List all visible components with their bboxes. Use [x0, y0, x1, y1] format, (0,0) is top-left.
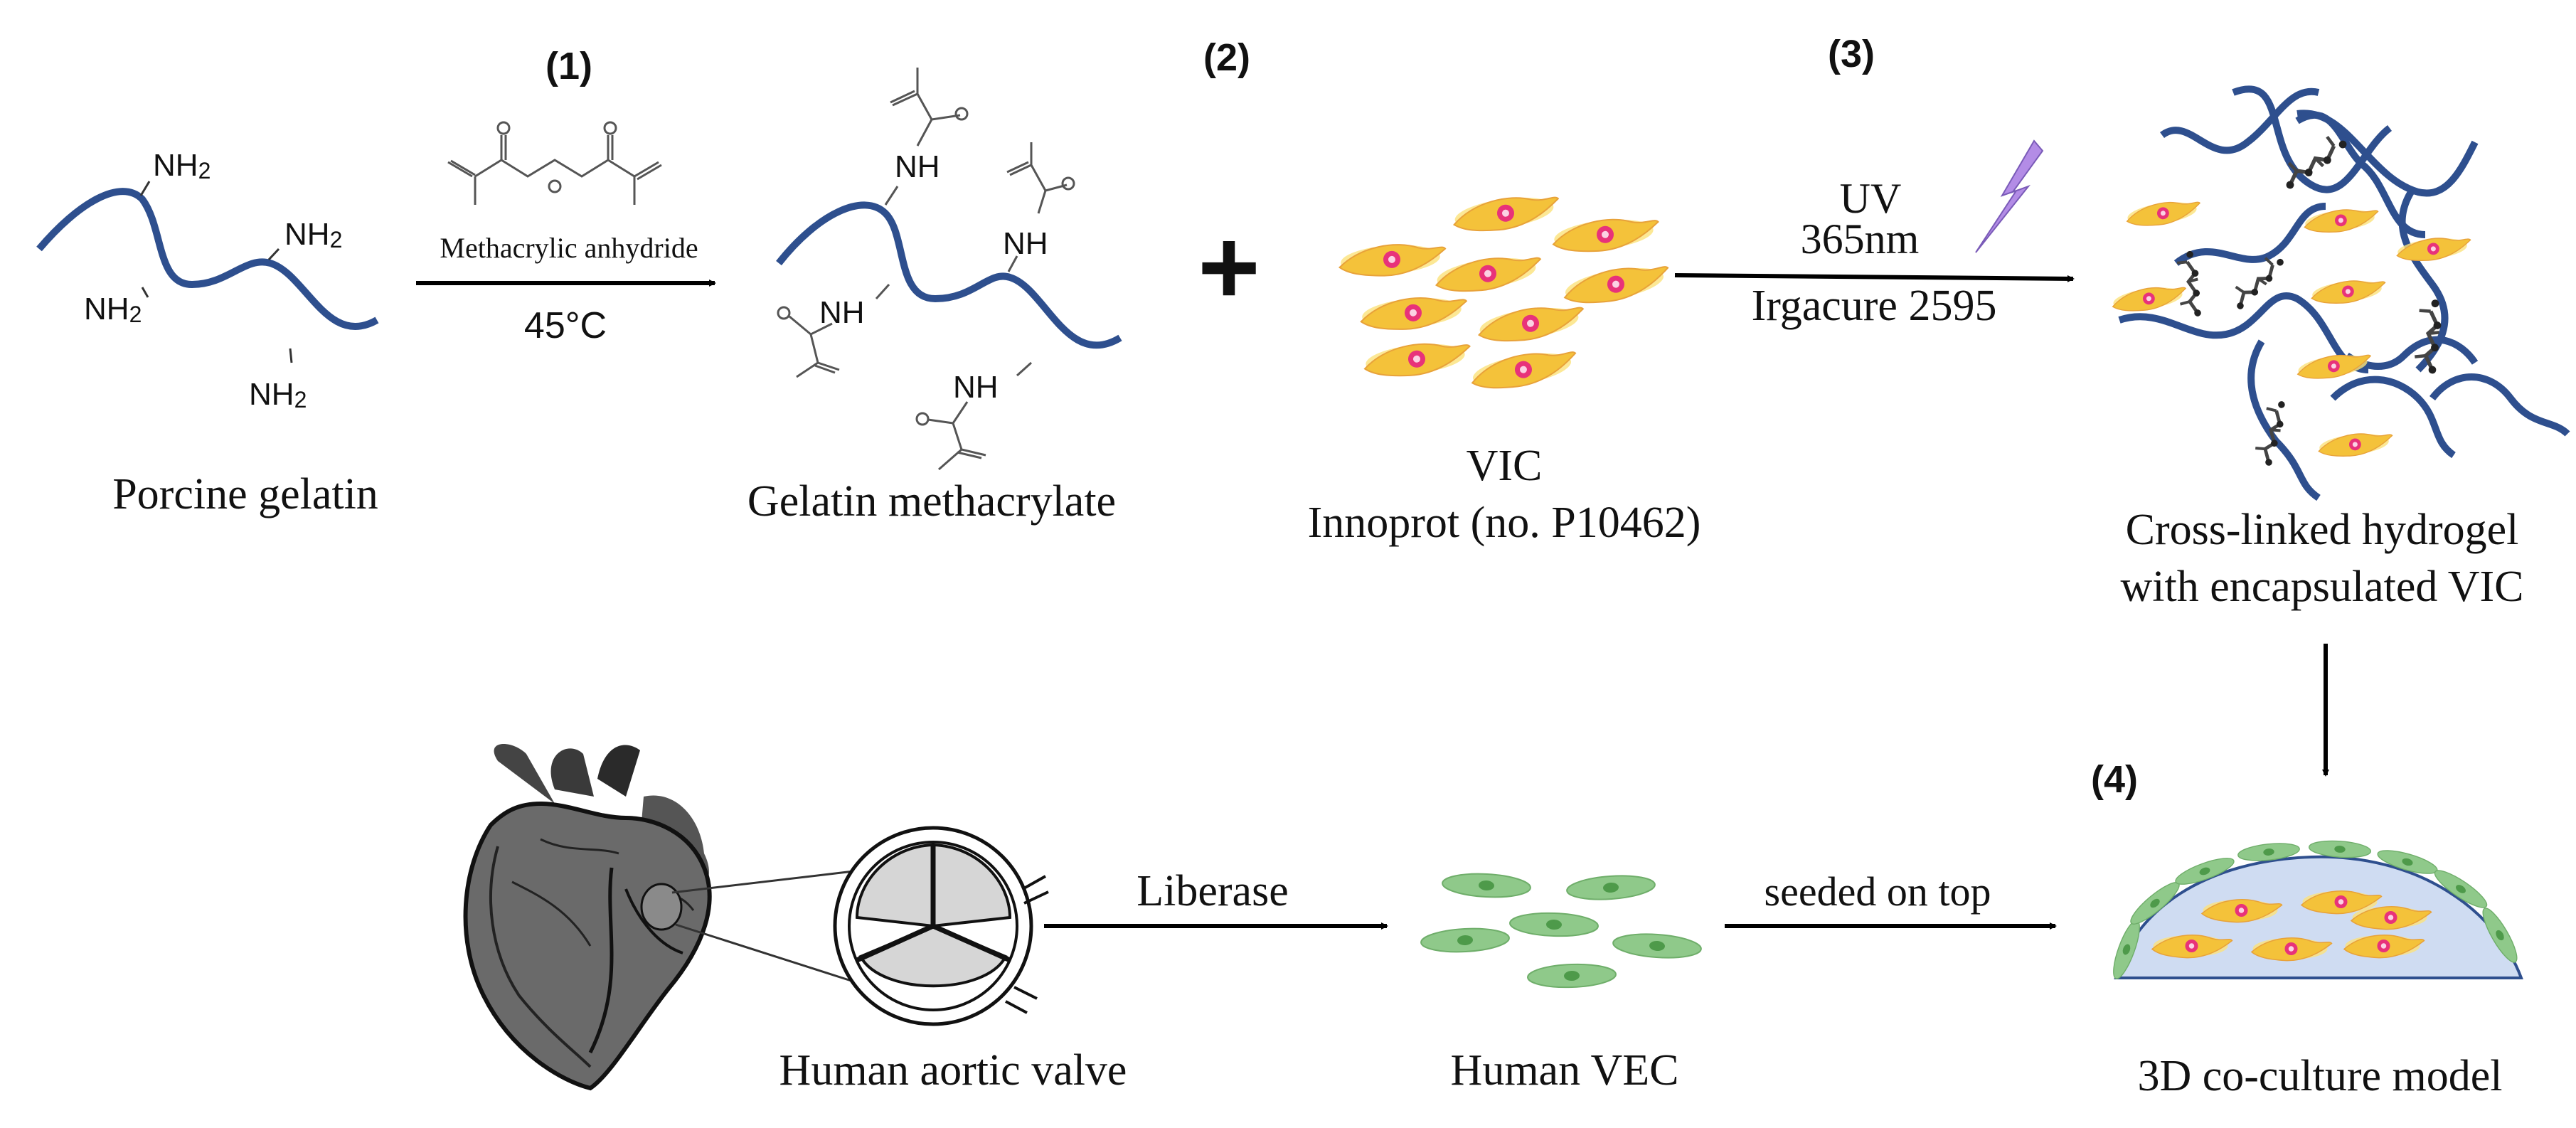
- caption-gelatin-methacrylate: Gelatin methacrylate: [747, 477, 1117, 526]
- amine-label: NH2: [249, 377, 307, 413]
- methacrylic-anhydride-structure: [447, 121, 662, 205]
- caption-human-vec: Human VEC: [1450, 1046, 1679, 1095]
- reagent-uv: UV: [1839, 175, 1902, 222]
- vic-cells: [1337, 190, 1673, 395]
- gelatin-chain: [36, 188, 379, 330]
- step-2-label: (2): [1203, 36, 1250, 79]
- amide-label: NH: [953, 370, 999, 405]
- reagent-initiator: Irgacure 2595: [1751, 282, 1997, 330]
- vec-cells: [1420, 871, 1703, 990]
- zoom-line-top: [671, 870, 854, 894]
- arrow-step-3: [1674, 273, 2075, 282]
- gelatin-amine-bonds: [139, 181, 293, 363]
- zoom-line-bottom: [675, 923, 854, 983]
- heart-illustration: [463, 744, 712, 1091]
- amide-label: NH: [1003, 226, 1048, 261]
- caption-hydrogel-line-2: with encapsulated VIC: [2120, 563, 2524, 611]
- reagent-seeding: seeded on top: [1764, 868, 1991, 915]
- reagent-wavelength: 365nm: [1800, 216, 1920, 262]
- amine-label: NH2: [153, 148, 211, 183]
- aortic-valve-illustration: [833, 826, 1049, 1026]
- caption-coculture-model: 3D co-culture model: [2137, 1052, 2503, 1100]
- uv-lightning-bolt: [1975, 139, 2044, 253]
- gelma-methacrylamide-groups: [777, 68, 1075, 471]
- amine-label: NH2: [84, 292, 142, 327]
- caption-vic: VIC: [1466, 442, 1543, 490]
- gelma-chain: [776, 201, 1122, 349]
- step-1-label: (1): [545, 45, 592, 87]
- caption-porcine-gelatin: Porcine gelatin: [112, 470, 378, 518]
- amine-label: NH2: [284, 217, 343, 252]
- reagent-methacrylic-anhydride: Methacrylic anhydride: [440, 232, 698, 264]
- coculture-dome: [2114, 855, 2523, 979]
- amide-label: NH: [895, 149, 940, 184]
- caption-aortic-valve: Human aortic valve: [779, 1046, 1127, 1095]
- caption-hydrogel-line-1: Cross-linked hydrogel: [2125, 506, 2519, 554]
- plus-sign: +: [1198, 207, 1260, 326]
- caption-vic-source: Innoprot (no. P10462): [1307, 499, 1701, 547]
- hydrogel-network: [2118, 85, 2570, 501]
- reagent-temperature: 45°C: [523, 305, 607, 346]
- amide-label: NH: [819, 295, 865, 330]
- step-3-label: (3): [1828, 33, 1875, 75]
- reagent-liberase: Liberase: [1137, 867, 1289, 915]
- step-4-label: (4): [2091, 758, 2138, 801]
